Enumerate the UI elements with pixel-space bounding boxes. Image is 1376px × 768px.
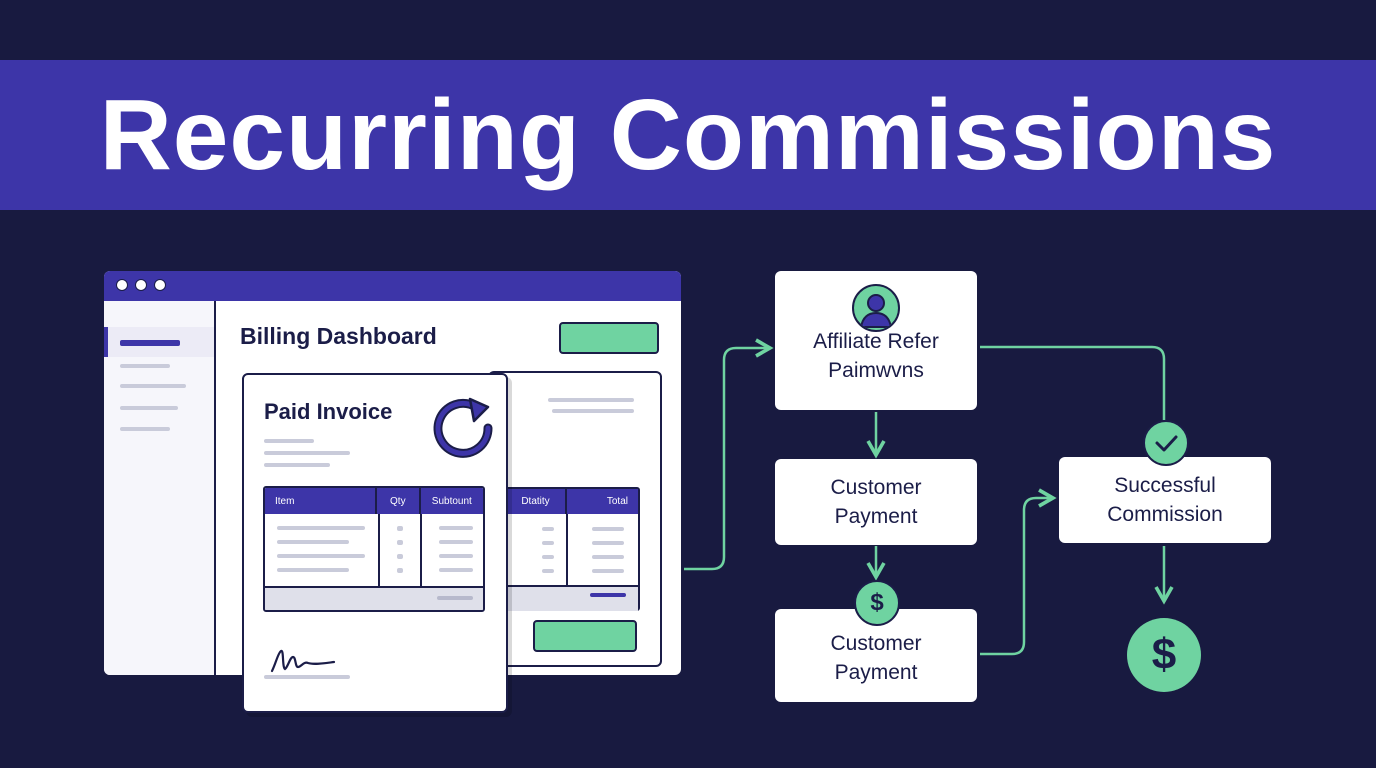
invoice-table: Item Qty Subtount	[263, 486, 485, 612]
text-placeholder	[548, 398, 634, 402]
payment-label-line2: Payment	[834, 660, 918, 684]
sidebar-active-marker	[104, 327, 108, 357]
paid-invoice-card: Paid Invoice Item Qty Subtount	[242, 373, 508, 713]
commission-label-line1: Successful	[1114, 474, 1216, 497]
sidebar-item-placeholder	[120, 340, 180, 346]
payment-label-line1: Customer	[830, 476, 922, 499]
cell-placeholder	[277, 554, 365, 558]
total-placeholder	[437, 596, 473, 600]
pay-button[interactable]	[533, 620, 637, 652]
cell-placeholder	[439, 568, 473, 572]
cell-placeholder	[592, 541, 624, 545]
sidebar-item-placeholder[interactable]	[120, 364, 170, 368]
cell-placeholder	[542, 527, 554, 531]
text-placeholder	[264, 439, 314, 443]
window-dot-icon[interactable]	[135, 279, 147, 291]
back-table-footer	[506, 585, 638, 611]
commission-dollar-icon: $	[1127, 618, 1201, 692]
affiliate-label-line2: Paimwvns	[828, 358, 924, 382]
cell-placeholder	[277, 540, 349, 544]
cell-placeholder	[277, 568, 349, 572]
successful-commission-box: Successful Commission	[1059, 457, 1271, 543]
cell-placeholder	[277, 526, 365, 530]
payment-label-line1: Customer	[830, 631, 922, 655]
column-header: Total	[606, 496, 628, 507]
dashboard-title: Billing Dashboard	[240, 323, 437, 349]
text-placeholder	[552, 409, 634, 413]
invoice-title: Paid Invoice	[264, 399, 393, 424]
total-placeholder	[590, 593, 626, 597]
column-divider	[566, 514, 568, 585]
column-divider	[420, 514, 422, 586]
sidebar-item-placeholder[interactable]	[120, 406, 178, 410]
cell-placeholder	[439, 554, 473, 558]
sidebar	[104, 301, 216, 675]
billing-dashboard-window: Billing Dashboard Dtatity Total	[104, 271, 681, 675]
sidebar-item-placeholder[interactable]	[120, 384, 186, 388]
column-header: Qty	[377, 488, 421, 514]
refresh-cycle-icon	[433, 397, 493, 458]
sidebar-item-placeholder[interactable]	[120, 427, 170, 431]
cell-placeholder	[439, 540, 473, 544]
cell-placeholder	[542, 555, 554, 559]
back-table: Dtatity Total	[504, 487, 640, 611]
text-placeholder	[264, 675, 350, 679]
column-divider	[378, 514, 380, 586]
column-header: Item	[265, 488, 378, 514]
customer-payment-box: Customer Payment	[775, 459, 977, 545]
cell-placeholder	[397, 568, 403, 573]
window-title-bar	[104, 271, 681, 301]
dashboard-action-button[interactable]	[559, 322, 659, 354]
cell-placeholder	[592, 555, 624, 559]
connector-dashboard-to-affiliate	[684, 338, 774, 571]
connector-payment-to-commission	[980, 488, 1057, 656]
cell-placeholder	[542, 541, 554, 545]
cell-placeholder	[542, 569, 554, 573]
cell-placeholder	[397, 554, 403, 559]
window-dot-icon[interactable]	[116, 279, 128, 291]
invoice-table-header: Item Qty Subtount	[265, 488, 483, 514]
affiliate-label-line1: Affiliate Refer	[813, 329, 939, 353]
column-header: Subtount	[431, 495, 472, 507]
connector-affiliate-to-commission	[980, 345, 1166, 420]
cell-placeholder	[397, 526, 403, 531]
cell-placeholder	[592, 527, 624, 531]
cell-placeholder	[439, 526, 473, 530]
commission-label-line2: Commission	[1107, 503, 1223, 526]
payment-label-line2: Payment	[834, 505, 918, 528]
column-header: Dtatity	[506, 489, 568, 514]
user-avatar-icon	[852, 284, 900, 332]
signature-icon	[270, 649, 336, 673]
page-title: Recurring Commissions	[99, 78, 1277, 191]
text-placeholder	[264, 451, 350, 455]
checkmark-icon	[1143, 420, 1189, 466]
cell-placeholder	[592, 569, 624, 573]
text-placeholder	[264, 463, 330, 467]
cell-placeholder	[397, 540, 403, 545]
window-dot-icon[interactable]	[154, 279, 166, 291]
dollar-badge-icon: $	[854, 580, 900, 626]
title-banner: Recurring Commissions	[0, 60, 1376, 210]
back-table-header: Dtatity Total	[506, 489, 638, 514]
